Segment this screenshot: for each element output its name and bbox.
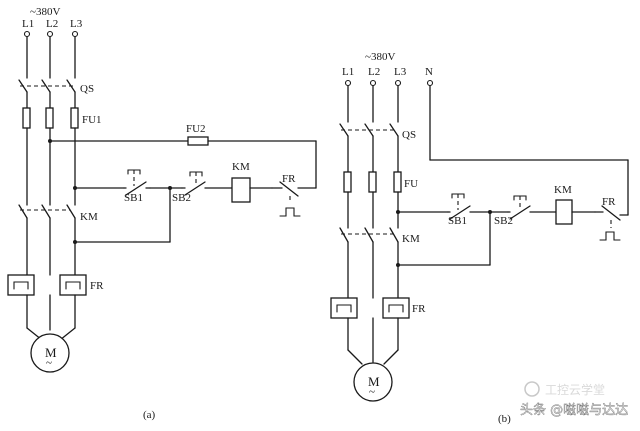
circuit-a: ~380V L1 L2 L3 QS FU1 <box>7 6 317 421</box>
km-coil-b <box>555 199 573 225</box>
phase-label-a-l3: L3 <box>70 18 83 30</box>
phase-label-b-l3: L3 <box>394 66 407 78</box>
fu2-fuse-a <box>187 136 209 146</box>
terminal-a-l1 <box>23 30 31 38</box>
sb1-button-b <box>447 193 491 220</box>
caption-a: (a) <box>143 409 156 421</box>
km-coil-label-a: KM <box>232 161 250 173</box>
terminal-b-l2 <box>369 79 377 87</box>
km-coil-label-b: KM <box>554 184 572 196</box>
terminal-a-l3 <box>71 30 79 38</box>
motor-symbol-a: ~ <box>46 357 52 369</box>
qs-label-a: QS <box>80 83 94 95</box>
sb2-button-b <box>507 195 557 220</box>
terminal-a-l2 <box>46 30 54 38</box>
fu-fuses-b <box>343 171 402 193</box>
fu1-label-a: FU1 <box>82 114 102 126</box>
sb2-label-a: SB2 <box>172 192 191 204</box>
motor-a: M ~ <box>30 333 70 373</box>
sb1-label-a: SB1 <box>124 192 143 204</box>
watermark: 工控云学堂 头条 @嗞嗞与达达 <box>520 381 628 418</box>
fu-label-b: FU <box>404 178 418 190</box>
phase-label-a-l1: L1 <box>22 18 34 30</box>
fr-contact-a <box>271 181 317 217</box>
sb2-button-a <box>181 171 233 196</box>
sb1-label-b: SB1 <box>448 215 467 227</box>
fr-relay-label-a: FR <box>90 280 104 292</box>
fr-contact-label-a: FR <box>282 173 296 185</box>
phase-label-b-l2: L2 <box>368 66 380 78</box>
fr-relay-b <box>330 297 410 319</box>
motor-b: M ~ <box>353 362 393 402</box>
circuit-b: ~380V L1 L2 L3 N QS <box>330 51 629 425</box>
terminal-b-l3 <box>394 79 402 87</box>
qs-switch-b <box>339 85 399 173</box>
qs-switch-a <box>18 36 76 109</box>
fr-contact-b <box>594 205 629 241</box>
terminal-b-n <box>426 79 434 87</box>
fr-relay-label-b: FR <box>412 303 426 315</box>
km-contacts-a <box>18 204 76 276</box>
caption-b: (b) <box>498 413 511 425</box>
phase-label-b-n: N <box>425 66 433 78</box>
voltage-label-b: ~380V <box>365 51 395 63</box>
motor-symbol-b: ~ <box>369 386 375 398</box>
km-contact-label-b: KM <box>402 233 420 245</box>
km-coil-a <box>231 177 251 203</box>
qs-label-b: QS <box>402 129 416 141</box>
fr-relay-a <box>7 274 87 296</box>
fu2-label-a: FU2 <box>186 123 206 135</box>
voltage-label-a: ~380V <box>30 6 60 18</box>
fu1-fuses-a <box>22 107 79 129</box>
watermark-line1: 工控云学堂 <box>545 382 605 397</box>
watermark-line2: 头条 @嗞嗞与达达 <box>520 402 628 418</box>
phase-label-a-l2: L2 <box>46 18 58 30</box>
motor-label-a: M <box>45 345 57 360</box>
fr-contact-label-b: FR <box>602 196 616 208</box>
sb1-button-a <box>123 169 151 196</box>
phase-label-b-l1: L1 <box>342 66 354 78</box>
km-contact-label-a: KM <box>80 211 98 223</box>
terminal-b-l1 <box>344 79 352 87</box>
wechat-icon <box>524 381 540 397</box>
sb2-label-b: SB2 <box>494 215 513 227</box>
km-contacts-b <box>339 227 399 299</box>
motor-label-b: M <box>368 374 380 389</box>
